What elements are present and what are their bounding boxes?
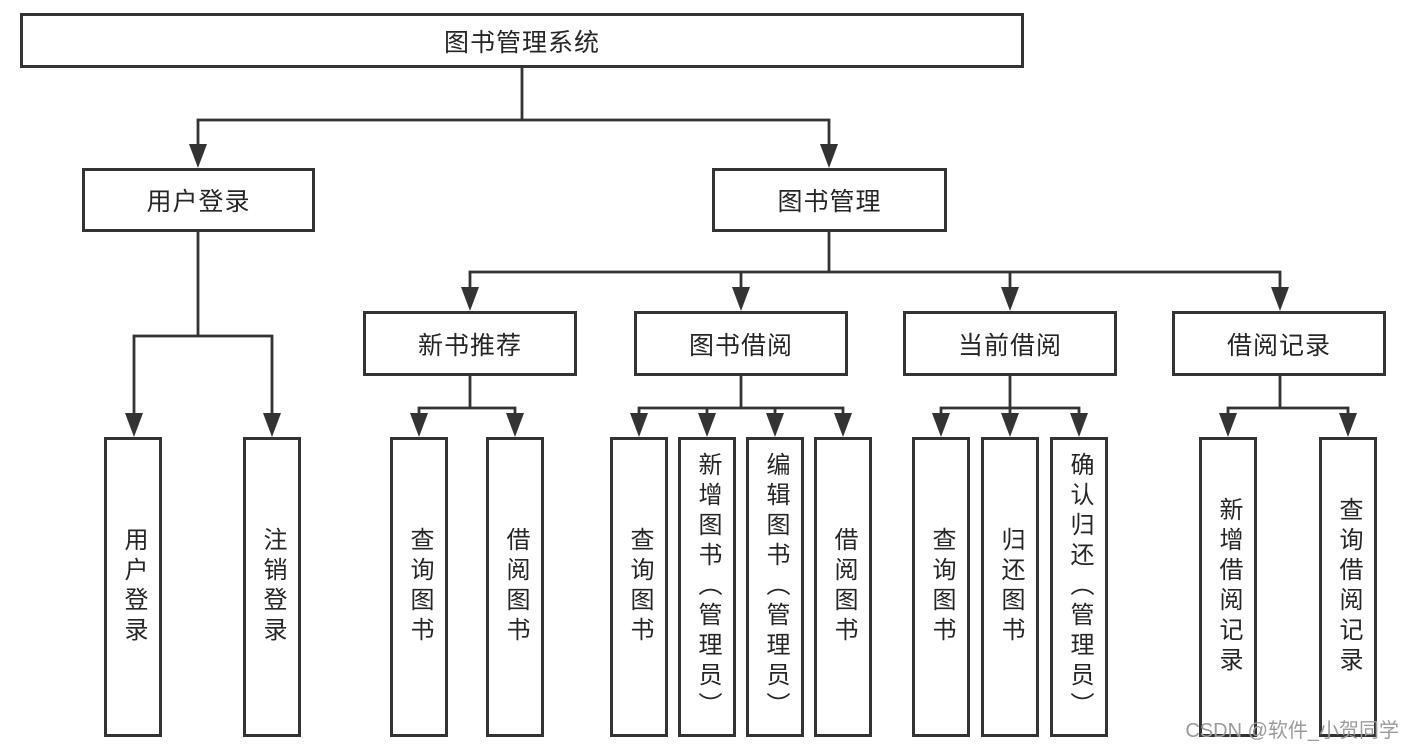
node-borrow-record: 借阅记录 (1172, 311, 1386, 376)
leaf-bb-edit-book: 编辑图书（管理员） (746, 437, 804, 737)
leaf-label: 新增图书（管理员） (694, 452, 721, 722)
leaf-cb-return-book: 归还图书 (981, 437, 1039, 737)
leaf-label: 查询图书 (928, 527, 955, 647)
leaf-label: 归还图书 (997, 527, 1024, 647)
node-book-management: 图书管理 (712, 168, 947, 232)
leaf-label: 查询借阅记录 (1335, 497, 1362, 677)
node-book-borrow: 图书借阅 (634, 311, 848, 376)
leaf-bb-add-book: 新增图书（管理员） (678, 437, 736, 737)
leaf-br-query-record: 查询借阅记录 (1319, 437, 1377, 737)
leaf-label: 编辑图书（管理员） (762, 452, 789, 722)
leaf-label: 确认归还（管理员） (1066, 452, 1093, 722)
leaf-bb-query-book: 查询图书 (610, 437, 668, 737)
node-label: 当前借阅 (957, 331, 1062, 360)
node-label: 新书推荐 (417, 331, 522, 360)
node-label: 用户登录 (146, 188, 251, 216)
leaf-label: 用户登录 (120, 527, 147, 647)
leaf-label: 新增借阅记录 (1215, 497, 1242, 677)
node-library-system: 图书管理系统 (20, 13, 1024, 68)
leaf-nbr-borrow-book: 借阅图书 (486, 437, 544, 737)
leaf-label: 借阅图书 (502, 527, 529, 647)
node-label: 借阅记录 (1226, 331, 1331, 360)
leaf-label: 借阅图书 (830, 527, 857, 647)
leaf-logout: 注销登录 (243, 437, 301, 737)
leaf-br-add-record: 新增借阅记录 (1199, 437, 1257, 737)
leaf-label: 查询图书 (406, 527, 433, 647)
leaf-cb-query-book: 查询图书 (912, 437, 970, 737)
leaf-label: 查询图书 (626, 527, 653, 647)
node-label: 图书借阅 (688, 331, 793, 360)
node-user-login: 用户登录 (82, 168, 315, 232)
watermark: CSDN @软件_小贺同学 (1185, 720, 1399, 742)
node-label: 图书管理系统 (443, 28, 600, 57)
node-current-borrow: 当前借阅 (903, 311, 1117, 376)
node-new-book-recommend: 新书推荐 (363, 311, 577, 376)
node-label: 图书管理 (777, 188, 882, 216)
leaf-bb-borrow-book: 借阅图书 (814, 437, 872, 737)
leaf-user-login: 用户登录 (104, 437, 162, 737)
leaf-label: 注销登录 (259, 527, 286, 647)
leaf-cb-confirm-return: 确认归还（管理员） (1050, 437, 1108, 737)
leaf-nbr-query-book: 查询图书 (390, 437, 448, 737)
arrowheads (125, 144, 1357, 437)
